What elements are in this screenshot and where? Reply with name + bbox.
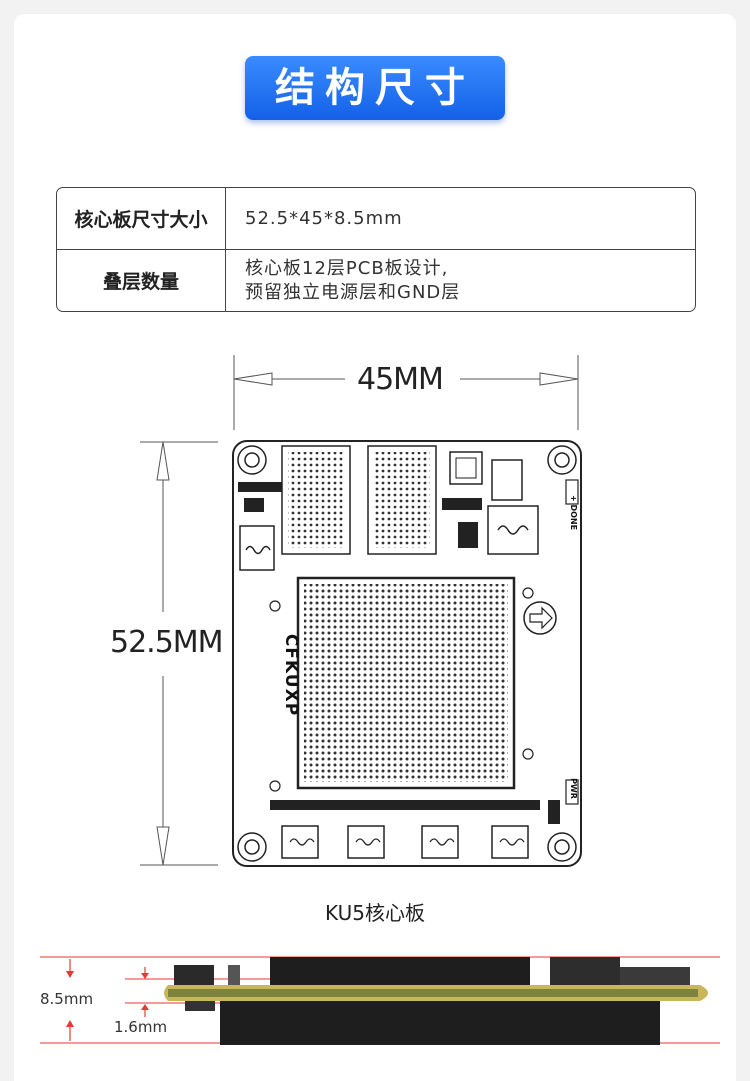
spec-value: 核心板12层PCB板设计, 预留独立电源层和GND层: [245, 250, 460, 311]
spec-row: 叠层数量 核心板12层PCB板设计, 预留独立电源层和GND层: [57, 250, 695, 311]
spec-label: 核心板尺寸大小: [57, 188, 226, 249]
height-label: 52.5MM: [110, 625, 224, 660]
side-profile: [40, 956, 720, 1045]
section-title: 结构尺寸: [245, 56, 505, 120]
height-dimension: [140, 441, 218, 866]
width-label: 45MM: [357, 362, 444, 397]
spec-row: 核心板尺寸大小 52.5*45*8.5mm: [57, 188, 695, 250]
spec-value: 52.5*45*8.5mm: [245, 208, 403, 229]
pwr-label: PWR: [568, 778, 578, 799]
spec-value-line: 预留独立电源层和GND层: [245, 281, 461, 303]
spec-table: 核心板尺寸大小 52.5*45*8.5mm 叠层数量 核心板12层PCB板设计,…: [56, 187, 696, 312]
spec-label: 叠层数量: [57, 250, 226, 311]
board-caption: KU5核心板: [325, 901, 425, 925]
thickness-label: 8.5mm: [40, 990, 94, 1008]
silkscreen-label: CFKUXP: [281, 633, 302, 717]
board-drawing: [232, 440, 582, 867]
pcb-thickness-label: 1.6mm: [114, 1018, 168, 1036]
done-label: + DONE: [569, 494, 579, 531]
width-dimension: [233, 355, 579, 430]
spec-value-line: 核心板12层PCB板设计,: [245, 257, 449, 279]
